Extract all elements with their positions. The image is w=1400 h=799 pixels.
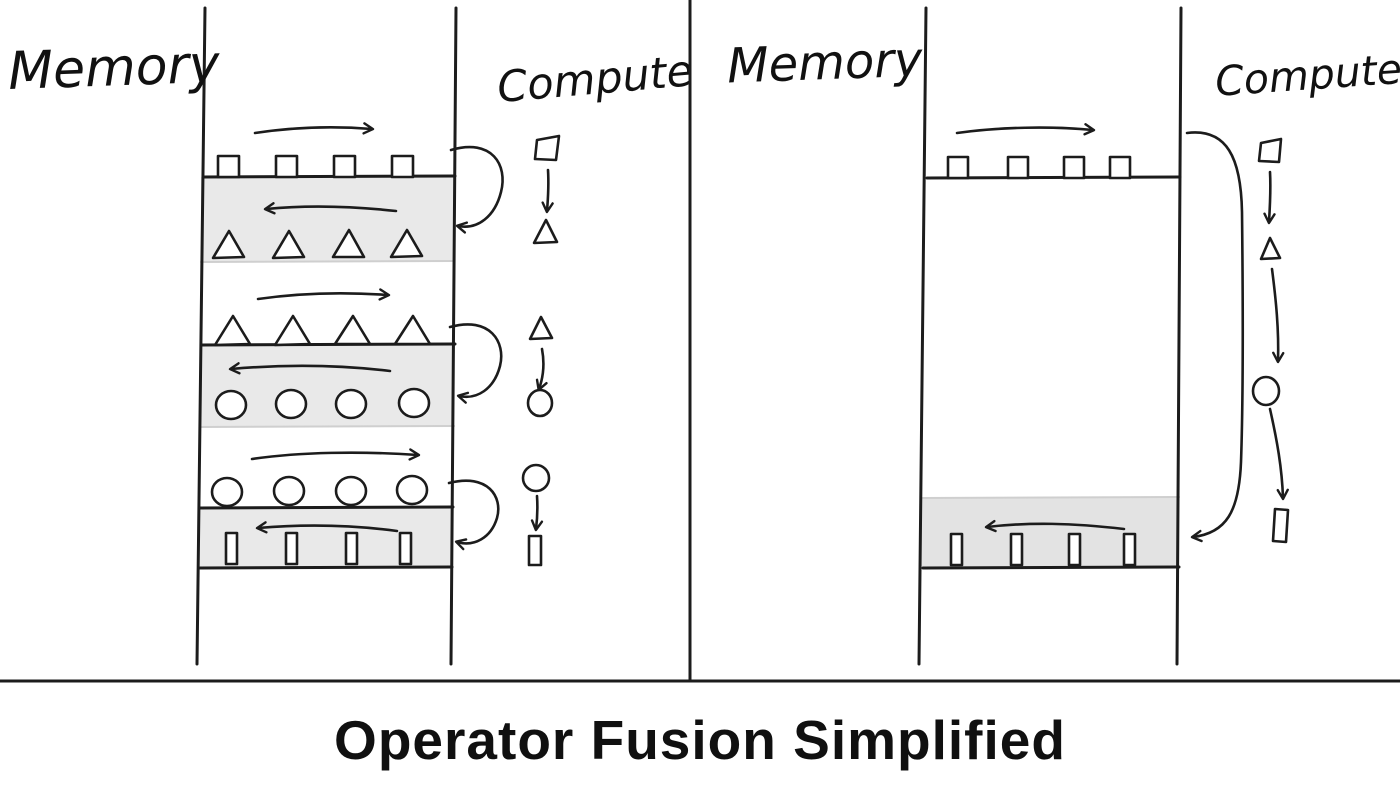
square-shape xyxy=(946,155,970,180)
bar-shape xyxy=(224,531,239,566)
bar-shape xyxy=(1122,532,1137,567)
triangle-shape xyxy=(1259,236,1282,261)
compute-kernel-square-to-triangle xyxy=(532,134,561,245)
circle-shape xyxy=(210,476,244,508)
square-shape xyxy=(274,154,299,179)
memory-label: Memory xyxy=(726,32,924,95)
triangle-shape xyxy=(273,314,312,347)
load-arrow xyxy=(955,123,1096,136)
triangle-shape xyxy=(271,229,306,260)
bar-shape xyxy=(949,532,964,567)
memory-wall-right xyxy=(449,6,458,666)
circle-shape xyxy=(334,388,368,420)
down-arrow xyxy=(541,168,554,214)
circles-row-loaded xyxy=(210,474,429,508)
band-3-top-line xyxy=(198,505,455,510)
square-shape xyxy=(216,154,241,179)
square-shape xyxy=(1257,137,1283,164)
square-shape xyxy=(1006,155,1030,180)
squares-row xyxy=(216,154,415,179)
bar-shape xyxy=(344,531,359,566)
fused-compute-chain xyxy=(1251,137,1290,544)
compute-label: Compute xyxy=(1214,45,1400,106)
square-shape xyxy=(390,154,415,179)
triangle-shape xyxy=(532,218,559,245)
down-arrow xyxy=(1268,407,1289,501)
triangle-shape xyxy=(528,315,554,341)
loopback-arrow-3 xyxy=(447,479,500,551)
right-panel-fused: Memory Compute xyxy=(726,6,1400,666)
bar-shape xyxy=(398,531,413,566)
square-shape xyxy=(533,134,561,162)
band-bottom-line xyxy=(921,565,1181,570)
figure-title: Operator Fusion Simplified xyxy=(334,709,1066,771)
down-arrow xyxy=(1270,267,1285,364)
fused-loopback-arrow xyxy=(1185,131,1244,543)
circles-row-written xyxy=(214,387,431,421)
triangle-shape xyxy=(331,228,366,259)
circle-shape xyxy=(395,474,429,506)
triangle-shape xyxy=(393,314,432,346)
store-arrow xyxy=(984,519,1126,533)
circle-shape xyxy=(214,389,248,421)
triangle-shape xyxy=(211,229,246,260)
band-top-edge xyxy=(921,496,1180,499)
compute-label: Compute xyxy=(495,46,695,113)
loopback-arrow-1 xyxy=(449,145,504,234)
band-3-bottom-line xyxy=(198,565,454,570)
circle-shape xyxy=(334,475,368,507)
bars-row-written xyxy=(224,531,413,566)
left-panel-unfused: Memory Compute xyxy=(7,6,695,666)
band-2-bottom-edge xyxy=(199,425,455,428)
load-arrow-2 xyxy=(256,288,391,301)
store-arrow-1 xyxy=(263,202,398,215)
memory-wall-left xyxy=(917,6,928,666)
bar-shape xyxy=(527,534,543,567)
bar-shape xyxy=(284,531,299,566)
bar-shape xyxy=(1067,532,1082,567)
store-arrow-2 xyxy=(228,362,392,375)
triangles-row-written xyxy=(211,228,424,260)
circle-shape xyxy=(397,387,431,419)
square-shape xyxy=(1108,155,1132,180)
square-shape xyxy=(332,154,357,179)
down-arrow xyxy=(530,494,544,532)
circle-shape xyxy=(272,475,306,507)
squares-row xyxy=(946,155,1132,180)
circle-shape xyxy=(1251,375,1281,407)
band-1-bottom-edge xyxy=(200,260,455,263)
load-arrow-3 xyxy=(250,448,421,461)
circle-shape xyxy=(521,463,551,493)
bar-shape xyxy=(1009,532,1024,567)
band-1-top-line xyxy=(201,174,457,179)
load-arrow-1 xyxy=(253,122,375,135)
store-arrow-3 xyxy=(255,521,399,534)
triangles-row-loaded xyxy=(213,314,432,347)
square-shape xyxy=(1062,155,1086,180)
memory-wall-left xyxy=(195,6,207,666)
circle-shape xyxy=(526,388,554,418)
loopback-arrow-2 xyxy=(448,323,503,404)
compute-kernel-triangle-to-circle xyxy=(526,315,554,418)
triangle-shape xyxy=(213,314,252,347)
bars-row-written xyxy=(949,532,1137,567)
memory-wall-right xyxy=(1175,6,1183,666)
triangle-shape xyxy=(389,228,424,259)
memory-label: Memory xyxy=(7,35,222,102)
circle-shape xyxy=(274,388,308,420)
down-arrow xyxy=(535,347,548,392)
triangle-shape xyxy=(333,314,372,346)
compute-kernel-circle-to-bar xyxy=(521,463,551,567)
bar-shape xyxy=(1271,507,1290,544)
down-arrow xyxy=(1263,170,1276,225)
